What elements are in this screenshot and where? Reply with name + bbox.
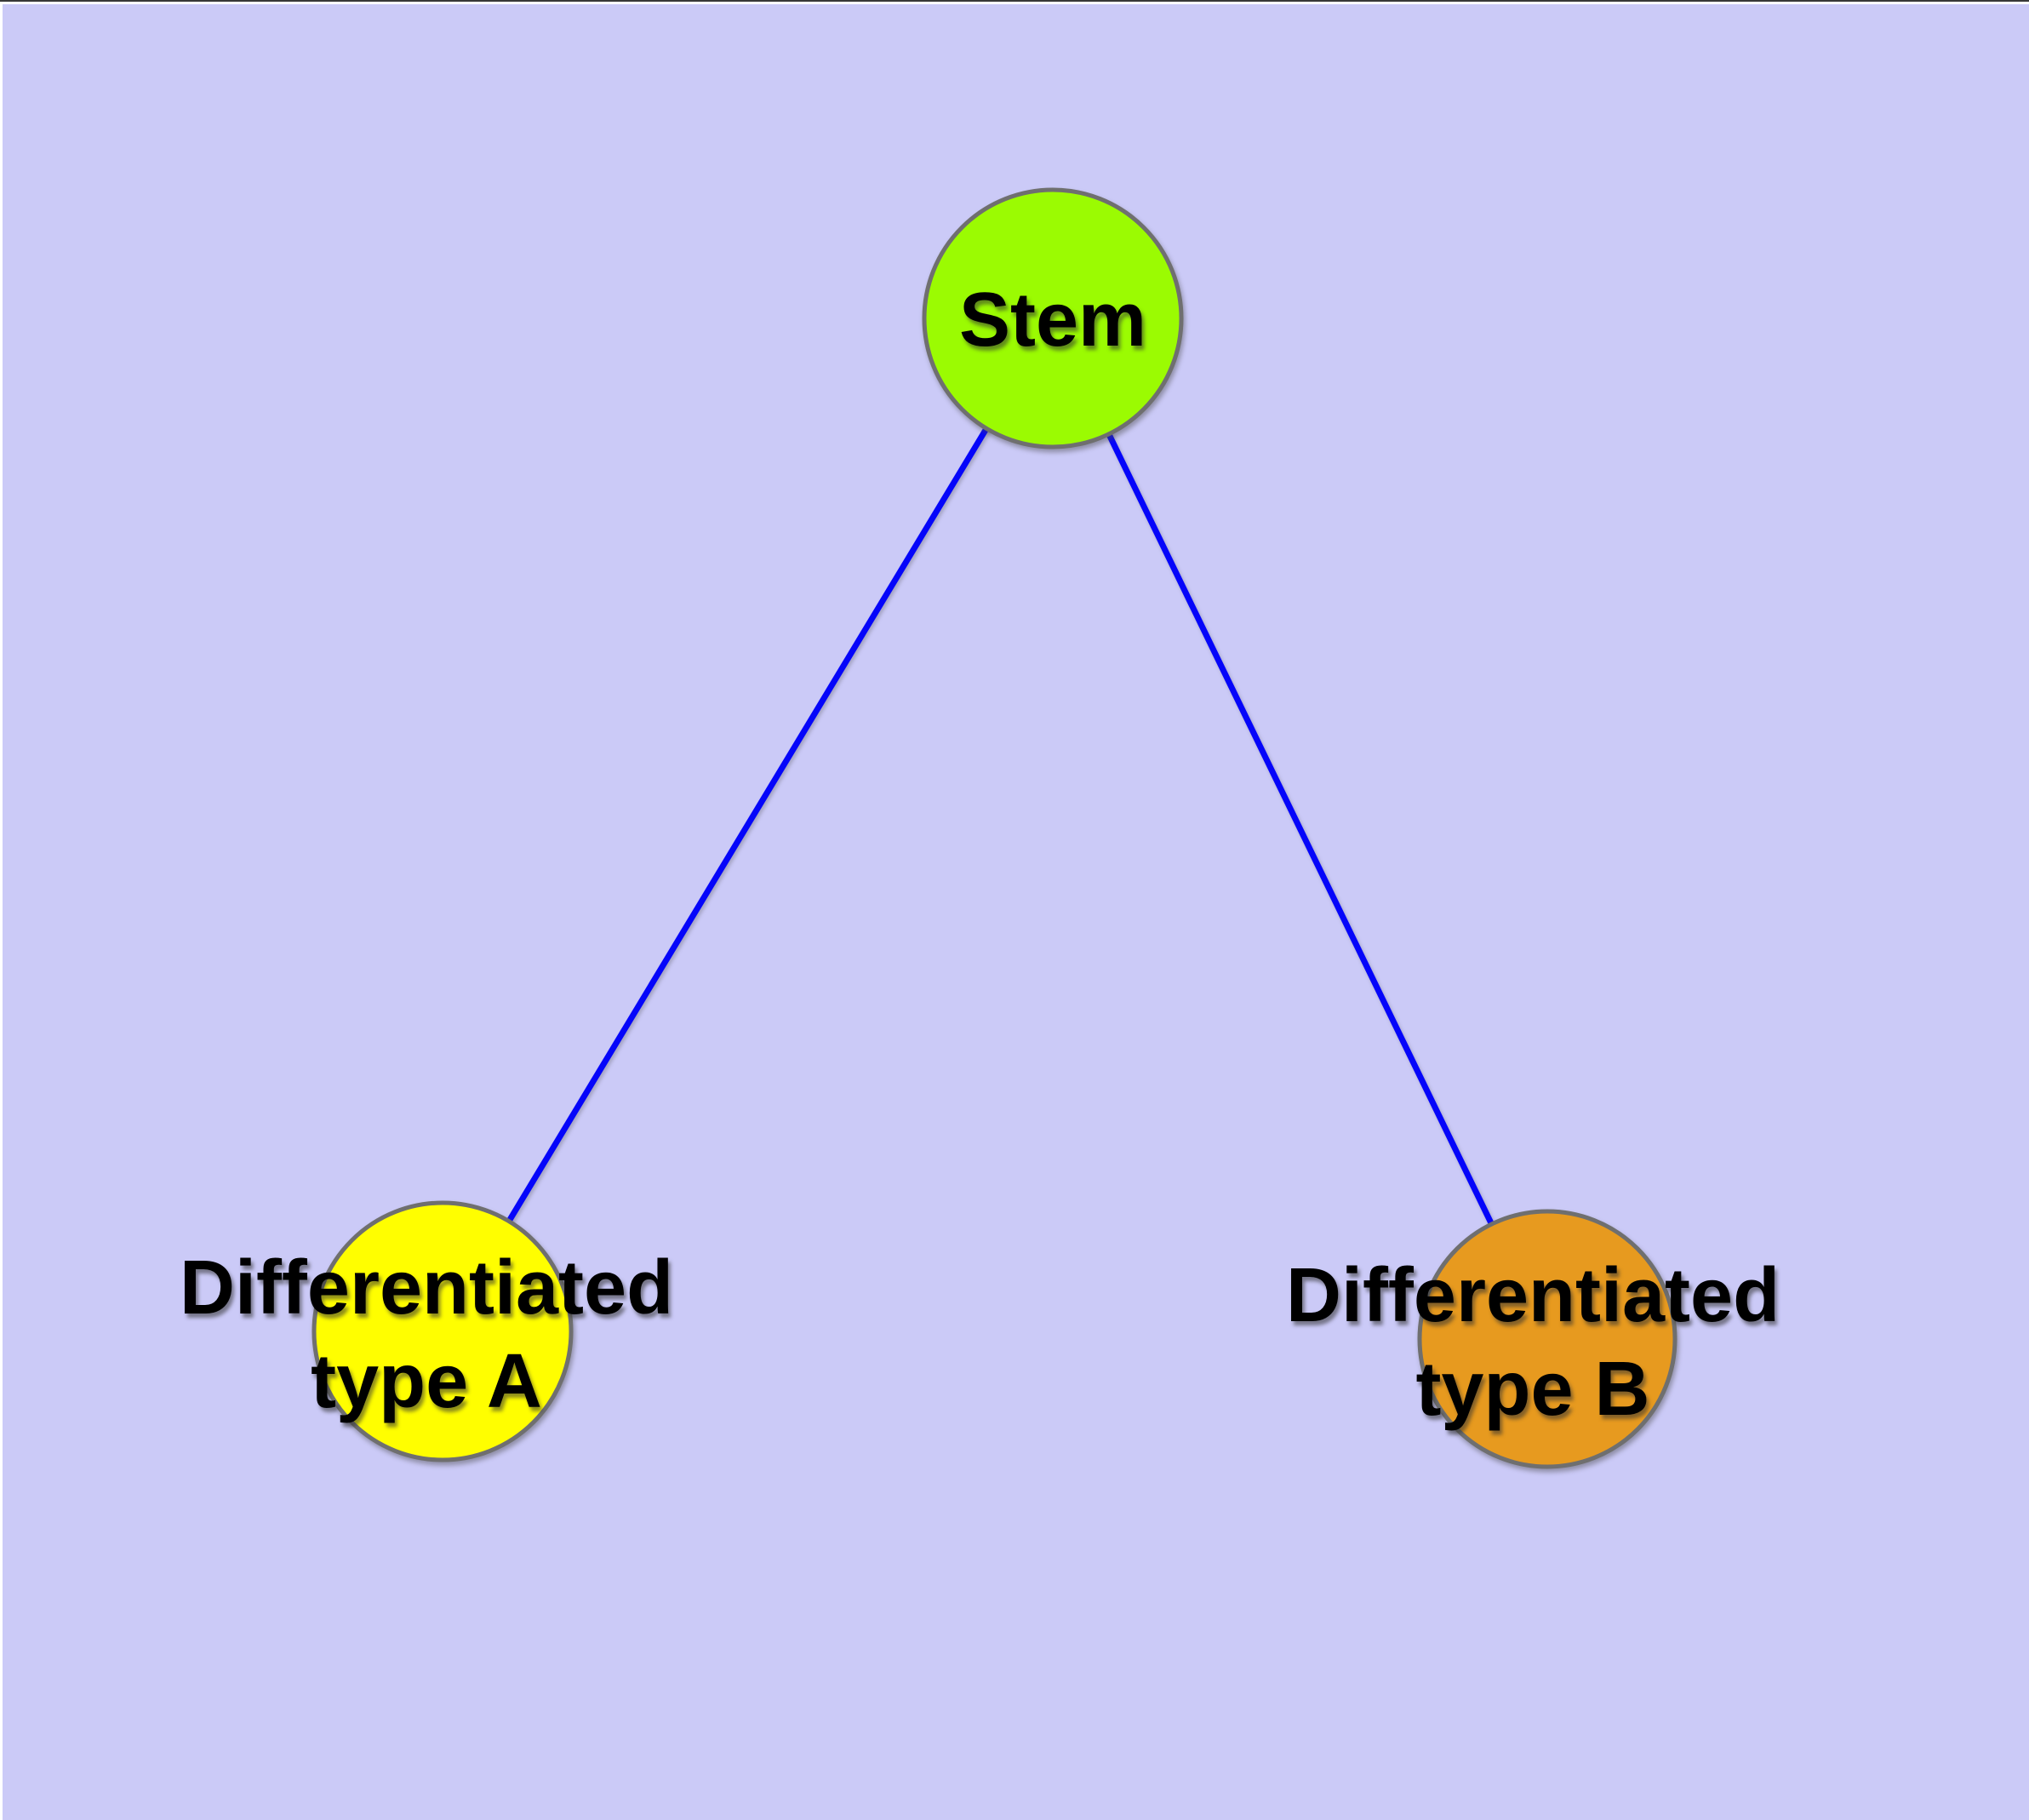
node-group <box>311 187 1677 1469</box>
node-differentiated-type-a <box>311 1200 574 1462</box>
edge-group <box>440 317 1551 1341</box>
node-differentiated-type-b <box>1417 1209 1677 1469</box>
edge-stem-to-type-a <box>440 317 1055 1333</box>
window-top-border <box>0 0 2029 2</box>
edge-stem-to-type-b <box>1049 317 1551 1341</box>
node-stem <box>922 187 1184 449</box>
